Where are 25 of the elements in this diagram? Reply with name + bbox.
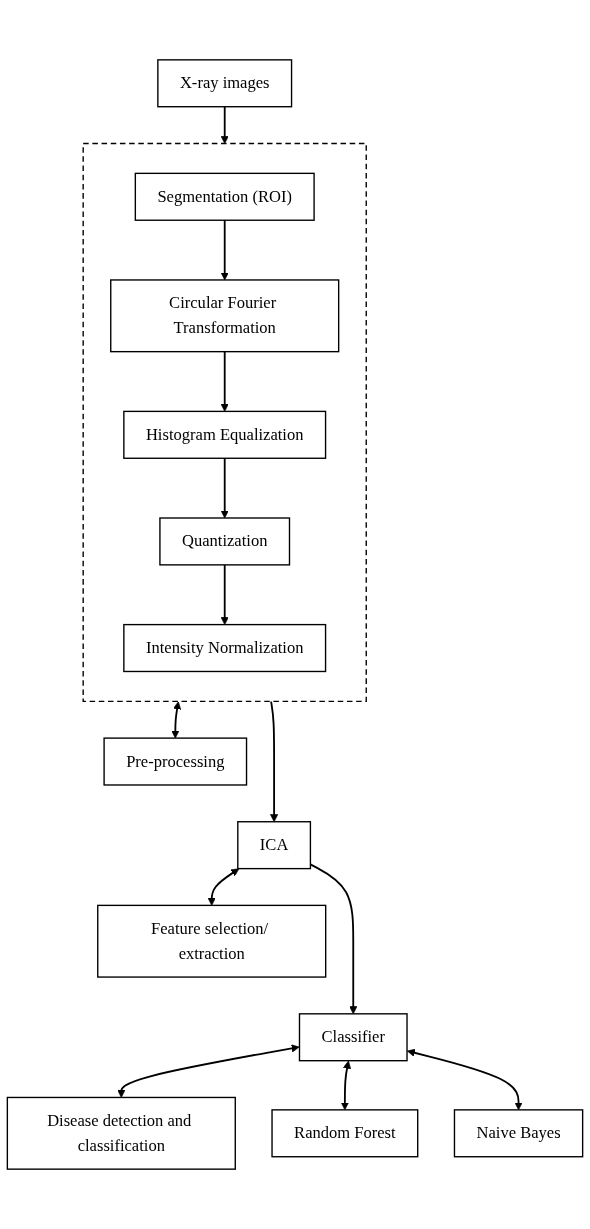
arrow — [220, 219, 229, 281]
arrow — [117, 1044, 300, 1098]
arrow — [270, 700, 279, 823]
node-box: ICA — [237, 821, 312, 870]
node-box: X-ray images — [157, 59, 293, 108]
node-box: Disease detection and classification — [6, 1096, 236, 1170]
arrow — [340, 1060, 351, 1111]
node-box: Segmentation (ROI) — [134, 172, 315, 221]
node-box: Quantization — [159, 517, 291, 566]
arrow — [407, 1048, 523, 1111]
arrow — [220, 105, 229, 144]
arrow — [207, 868, 240, 906]
node-box: Circular Fourier Transformation — [110, 279, 340, 353]
node-box: Histogram Equalization — [123, 410, 327, 459]
arrow — [171, 701, 182, 739]
arrow — [220, 563, 229, 625]
node-box: Random Forest — [271, 1109, 419, 1158]
node-box: Pre-processing — [103, 737, 248, 786]
node-box: Feature selection/ extraction — [97, 904, 327, 978]
node-box: Naive Bayes — [453, 1109, 584, 1158]
arrow — [220, 457, 229, 519]
arrow — [220, 350, 229, 412]
node-box: Intensity Normalization — [123, 623, 327, 673]
node-box: Classifier — [298, 1013, 408, 1062]
cluster — [82, 142, 367, 703]
